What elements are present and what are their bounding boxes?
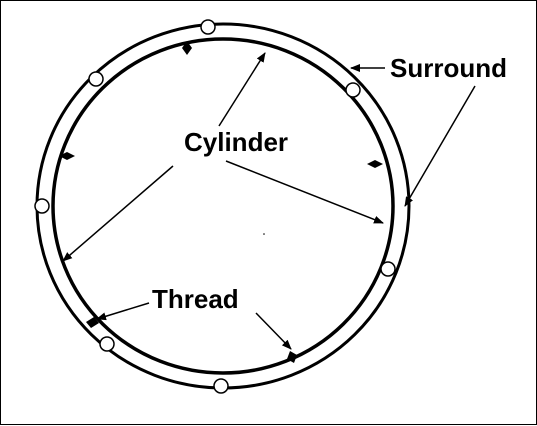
thread-marker bbox=[367, 160, 383, 168]
surround-arrow-long bbox=[404, 85, 476, 207]
surround-marker bbox=[34, 198, 50, 214]
surround-marker bbox=[380, 261, 396, 277]
cylinder-arrow-up bbox=[218, 52, 266, 127]
thread-marker bbox=[182, 41, 192, 55]
cylinder-arrows bbox=[62, 52, 384, 262]
thread-marker bbox=[287, 351, 297, 363]
thread-label: Thread bbox=[152, 284, 239, 314]
surround-marker bbox=[200, 19, 216, 35]
surround-marker bbox=[99, 336, 115, 352]
thread-arrows bbox=[96, 302, 292, 350]
surround-marker bbox=[88, 71, 104, 87]
center-dot bbox=[263, 233, 265, 235]
thread-arrow-right bbox=[255, 312, 292, 350]
thread-arrow-left bbox=[96, 302, 150, 321]
cylinder-label: Cylinder bbox=[184, 127, 288, 157]
cylinder-arrow-left bbox=[62, 165, 174, 262]
thread-marker bbox=[86, 317, 99, 328]
cylinder-arrow-right bbox=[225, 160, 384, 224]
surround-marker bbox=[213, 378, 229, 394]
surround-marker bbox=[345, 82, 361, 98]
thread-markers bbox=[59, 41, 383, 363]
surround-label: Surround bbox=[390, 53, 507, 83]
thread-marker bbox=[59, 152, 75, 160]
surround-markers bbox=[34, 19, 396, 394]
cylinder-ring bbox=[51, 37, 395, 375]
surround-arrows bbox=[350, 64, 476, 207]
